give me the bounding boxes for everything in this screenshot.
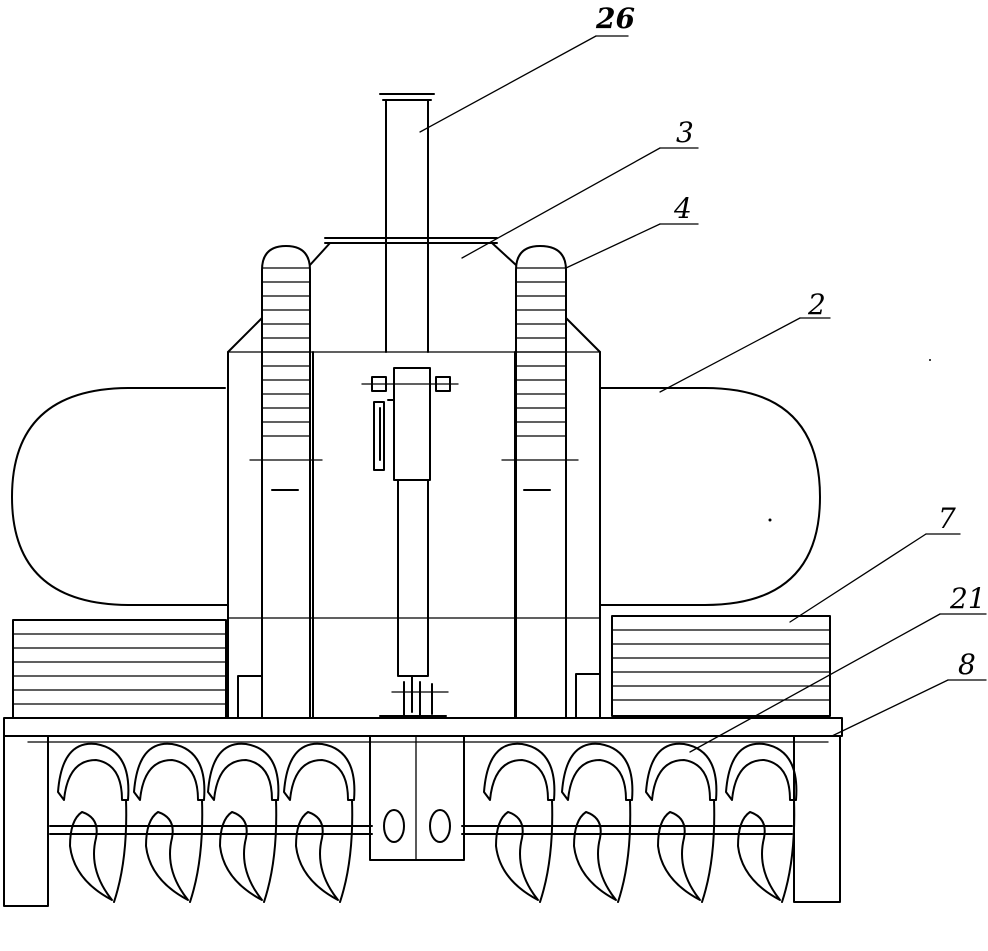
auger-flight-bottom [657,811,701,901]
screw-auger [49,742,798,903]
label-7: 7 [938,502,956,535]
vertical-pipe [379,93,435,353]
auger-flight-top [725,742,798,801]
auger-flight-edge [113,799,128,903]
auger-flight-edge [539,799,554,903]
base-frame [3,717,843,907]
left-ribbed-column [249,245,323,719]
center-housing [227,317,601,719]
auger-flight-top [283,742,356,801]
auger-flight-bottom [573,811,617,901]
auger-flight-top [483,742,556,801]
auger-flight-bottom [69,811,113,901]
hopper-cover [309,237,517,266]
label-21: 21 [949,582,986,615]
auger-flight-bottom [295,811,339,901]
stray-dot [929,359,931,361]
leader-lines [419,35,987,753]
label-8: 8 [958,648,976,681]
auger-flight-bottom [737,811,781,901]
auger-flight-top [561,742,634,801]
label-4: 4 [673,192,692,225]
auger-flight-bottom [145,811,189,901]
auger-flight-edge [617,799,632,903]
ring-tank [11,387,821,606]
auger-flight-top [645,742,718,801]
right-ribbed-column [501,245,579,719]
right-slatted-box [575,615,831,719]
auger-flight-edge [189,799,204,903]
auger-flight-bottom [495,811,539,901]
auger-flight-edge [701,799,716,903]
label-26: 26 [595,2,635,35]
label-3: 3 [676,116,694,149]
auger-flight-bottom [219,811,263,901]
control-cylinder [361,367,459,717]
auger-flight-edge [339,799,354,903]
label-2: 2 [807,288,826,321]
auger-flight-top [57,742,130,801]
auger-flight-edge [263,799,278,903]
auger-flight-edge [781,799,796,903]
auger-flight-top [133,742,206,801]
left-slatted-box [12,619,263,719]
auger-flight-top [207,742,280,801]
stray-dot [768,518,772,522]
